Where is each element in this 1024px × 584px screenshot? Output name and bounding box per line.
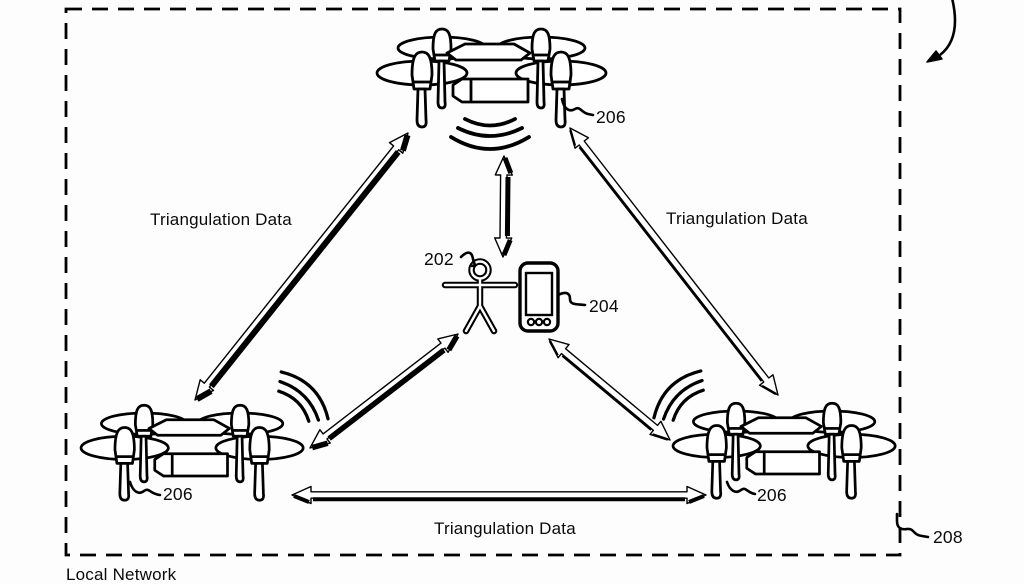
label-206-drone-bottom-right: 206 xyxy=(757,485,787,505)
arrow-bottom-left-drone-to-bottom-right-drone xyxy=(291,485,707,505)
label-triangulation-left: Triangulation Data xyxy=(150,210,292,229)
leader-208 xyxy=(895,512,930,539)
label-206-drone-top: 206 xyxy=(596,107,626,127)
arrow-top-drone-to-bottom-right-drone xyxy=(569,127,779,396)
leader-204 xyxy=(556,291,587,307)
arrow-device-to-bottom-right-drone xyxy=(548,338,671,441)
leader-206-top xyxy=(560,97,595,117)
network-boundary-dashed-box xyxy=(64,7,902,557)
figure-pointer-arrow-icon xyxy=(926,0,957,63)
leader-206-bottom-left xyxy=(128,480,162,497)
arrow-bottom-left-drone-to-person xyxy=(309,333,460,451)
label-202-person: 202 xyxy=(424,249,454,269)
signal-waves-top-icon xyxy=(449,117,531,151)
arrow-bottom-left-drone-to-top-drone xyxy=(194,132,411,402)
figure-caption: Local Network xyxy=(66,565,177,584)
label-triangulation-bottom: Triangulation Data xyxy=(434,519,576,538)
leader-202 xyxy=(459,251,477,268)
arrow-top-drone-to-person xyxy=(494,155,514,258)
label-208-network: 208 xyxy=(933,527,963,547)
label-triangulation-right: Triangulation Data xyxy=(666,209,808,228)
drone-bottom-right-icon xyxy=(671,401,897,500)
person-icon xyxy=(441,258,519,335)
leader-206-bottom-right xyxy=(725,480,757,496)
label-204-device: 204 xyxy=(589,296,619,316)
smartphone-icon xyxy=(518,261,560,333)
drone-top-icon xyxy=(375,27,608,129)
label-206-drone-bottom-left: 206 xyxy=(163,484,193,504)
